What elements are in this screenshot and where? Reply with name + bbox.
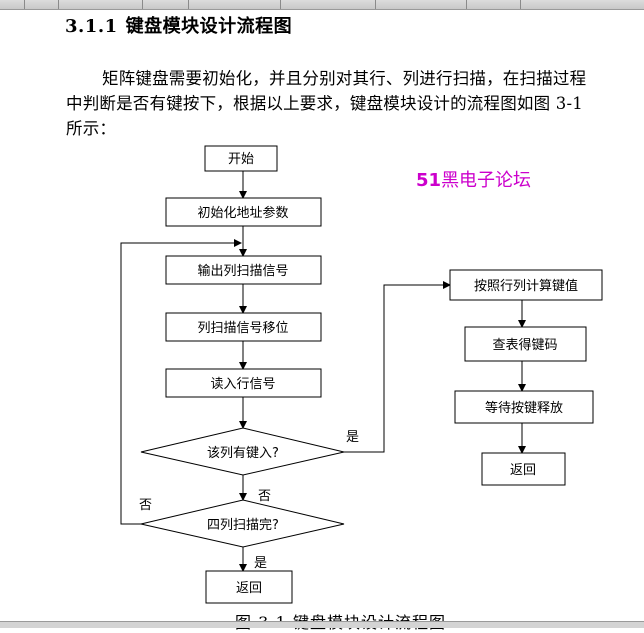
watermark-num: 51 xyxy=(416,170,442,191)
svg-text:等待按键释放: 等待按键释放 xyxy=(485,400,563,416)
section-number: 3.1.1 xyxy=(65,16,118,37)
svg-text:输出列扫描信号: 输出列扫描信号 xyxy=(197,263,288,279)
forum-watermark: 51黑电子论坛 xyxy=(416,166,531,192)
label-no-2: 否 xyxy=(139,498,152,513)
decision-key-diamond: 该列有键入? xyxy=(140,427,345,476)
section-heading: 3.1.1 键盘模块设计流程图 xyxy=(65,12,300,38)
label-yes-2: 是 xyxy=(254,556,267,571)
svg-text:初始化地址参数: 初始化地址参数 xyxy=(197,205,288,221)
label-yes-1: 是 xyxy=(346,430,359,445)
calc-key-box: 按照行列计算键值 xyxy=(449,269,603,301)
return-right-box: 返回 xyxy=(481,452,566,486)
lookup-box: 查表得键码 xyxy=(464,326,587,362)
svg-text:返回: 返回 xyxy=(236,581,262,596)
return-left-box: 返回 xyxy=(205,570,293,604)
svg-text:返回: 返回 xyxy=(510,463,536,478)
start-box: 开始 xyxy=(204,145,278,172)
top-toolbar-strip xyxy=(0,0,644,10)
shift-col-box: 列扫描信号移位 xyxy=(165,312,322,342)
svg-text:读入行信号: 读入行信号 xyxy=(210,377,275,392)
read-row-box: 读入行信号 xyxy=(165,368,322,398)
section-title: 键盘模块设计流程图 xyxy=(125,16,293,37)
svg-text:查表得键码: 查表得键码 xyxy=(492,337,557,353)
svg-text:该列有键入?: 该列有键入? xyxy=(207,446,279,461)
output-col-box: 输出列扫描信号 xyxy=(165,255,322,285)
svg-text:四列扫描完?: 四列扫描完? xyxy=(207,518,279,533)
connectors xyxy=(120,171,526,572)
watermark-text: 黑电子论坛 xyxy=(441,170,532,191)
svg-text:列扫描信号移位: 列扫描信号移位 xyxy=(197,321,288,336)
label-no-1: 否 xyxy=(258,489,271,504)
init-box: 初始化地址参数 xyxy=(165,197,322,227)
svg-text:按照行列计算键值: 按照行列计算键值 xyxy=(474,278,578,294)
wait-release-box: 等待按键释放 xyxy=(454,390,594,424)
svg-text:开始: 开始 xyxy=(228,152,254,167)
decision-done-diamond: 四列扫描完? xyxy=(140,499,345,548)
body-paragraph: 矩阵键盘需要初始化，并且分别对其行、列进行扫描，在扫描过程中判断是否有键按下，根… xyxy=(66,69,587,138)
bottom-status-strip xyxy=(0,621,644,628)
